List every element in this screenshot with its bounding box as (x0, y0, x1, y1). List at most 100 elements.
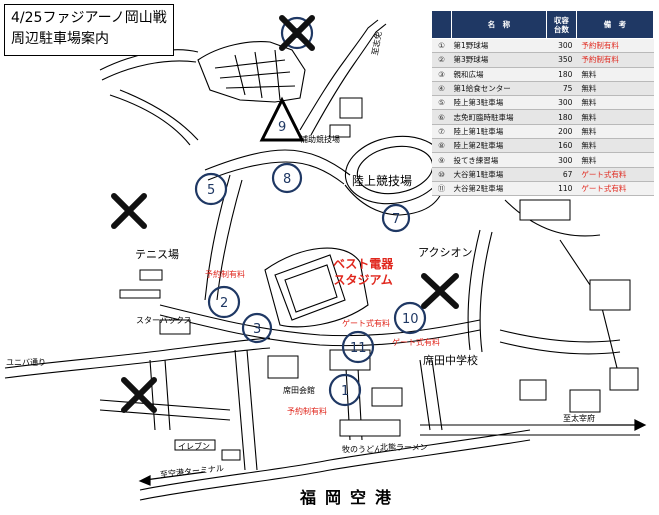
label-mushiroda-school: 席田中学校 (423, 354, 478, 367)
legend-cell-name: 第3野球場 (451, 52, 547, 68)
legend-cell-capacity: 180 (546, 67, 577, 82)
label-stadium: ベスト電器 スタジアム (333, 256, 393, 288)
legend-cell-number: ① (431, 38, 452, 54)
legend-cell-note: 無料 (576, 81, 654, 97)
legend-cell-capacity: 350 (546, 52, 577, 68)
legend-cell-capacity: 200 (546, 124, 577, 140)
legend-cell-number: ⑥ (431, 109, 452, 125)
parking-marker-11[interactable] (341, 330, 375, 364)
label-ilebun: イレブン (178, 442, 210, 451)
label-starbucks: スターバックス (136, 316, 192, 325)
legend-cell-name: 陸上第1駐車場 (451, 124, 547, 140)
legend-cell-capacity: 300 (546, 38, 577, 54)
marker-numbers: 1 2 3 5 6 7 8 9 10 11 (207, 27, 419, 399)
parking-marker-9[interactable] (259, 96, 305, 142)
legend-cell-name: 親和広場 (451, 67, 547, 82)
legend-header-note: 備 考 (575, 10, 655, 39)
legend-cell-number: ⑨ (431, 152, 452, 168)
marker-num-3: 3 (253, 322, 261, 337)
label-note-gate-2: ゲート式有料 (392, 338, 440, 347)
legend-cell-capacity: 110 (546, 181, 577, 197)
legend-cell-number: ⑩ (431, 167, 452, 182)
closed-mark-southwest (121, 377, 157, 413)
legend-cell-note: 無料 (576, 124, 654, 140)
legend-cell-name: 投てき練習場 (451, 152, 547, 168)
legend-header-number (431, 10, 452, 39)
road-network (4, 19, 640, 501)
label-main-track: 陸上競技場 (352, 174, 413, 188)
legend-cell-number: ⑧ (431, 138, 452, 154)
legend-cell-name: 陸上第2駐車場 (451, 138, 547, 154)
parking-marker-6[interactable] (280, 16, 314, 50)
parking-marker-10[interactable] (393, 301, 427, 335)
marker-num-5: 5 (207, 183, 215, 198)
parking-marker-5[interactable] (194, 172, 228, 206)
direction-arrows (138, 419, 647, 486)
legend-cell-capacity: 67 (546, 167, 577, 182)
map-title-line2: 周辺駐車場案内 (11, 31, 109, 47)
legend-cell-number: ③ (431, 67, 452, 82)
label-tennis: テニス場 (135, 248, 179, 261)
label-makinoudon: 牧のうどん (342, 445, 382, 454)
legend-cell-capacity: 75 (546, 81, 577, 97)
legend-cell-note: 無料 (576, 138, 654, 154)
legend-cell-name: 陸上第3駐車場 (451, 95, 547, 111)
label-note-gate-1: ゲート式有料 (342, 319, 390, 328)
legend-cell-number: ⑤ (431, 95, 452, 111)
map-title-box: 4/25ファジアーノ岡山戦 周辺駐車場案内 (4, 4, 174, 56)
closed-mark-west (111, 193, 147, 229)
label-airport: 福岡空港 (300, 488, 401, 507)
parking-markers (194, 16, 427, 407)
legend-cell-note: 無料 (576, 95, 654, 111)
marker-num-2: 2 (220, 296, 228, 311)
closed-mark-axion (421, 273, 459, 309)
parking-marker-3[interactable] (241, 312, 273, 344)
building-blocks (119, 97, 639, 461)
closed-mark-6 (279, 15, 315, 51)
label-stadium-line1: ベスト電器 (333, 257, 394, 271)
legend-cell-note: 無料 (576, 109, 654, 125)
legend-cell-number: ⑪ (431, 181, 452, 197)
legend-cell-name: 志免町臨時駐車場 (451, 109, 547, 125)
legend-cell-name: 第1野球場 (451, 38, 547, 54)
marker-num-7: 7 (392, 212, 400, 227)
closed-marks (111, 15, 459, 413)
map-title-line1: 4/25ファジアーノ岡山戦 (11, 10, 167, 26)
label-note-reserve-1: 予約制有料 (205, 270, 245, 279)
parking-marker-8[interactable] (271, 162, 303, 194)
marker-num-1: 1 (341, 384, 349, 399)
label-sub-track: 補助競技場 (300, 135, 340, 144)
legend-header-name: 名 称 (451, 10, 547, 39)
legend-cell-capacity: 300 (546, 95, 577, 111)
legend-cell-note: 無料 (576, 152, 654, 168)
legend-cell-note: ゲート式有料 (576, 181, 654, 197)
legend-cell-number: ② (431, 52, 452, 68)
marker-num-8: 8 (283, 172, 291, 187)
parking-marker-7[interactable] (381, 203, 411, 233)
label-axion: アクシオン (418, 246, 473, 259)
legend-cell-name: 大谷第2駐車場 (451, 181, 547, 197)
marker-num-10: 10 (402, 312, 419, 327)
label-stadium-line2: スタジアム (333, 273, 393, 287)
marker-num-11: 11 (350, 341, 367, 356)
label-kitamiramen: 北熊ラーメン (380, 443, 428, 452)
legend-cell-note: 予約制有料 (576, 38, 654, 54)
legend-cell-capacity: 160 (546, 138, 577, 154)
label-to-dazaifu: 至太宰府 (563, 414, 595, 423)
legend-cell-capacity: 300 (546, 152, 577, 168)
legend-cell-note: ゲート式有料 (576, 167, 654, 182)
legend-header-capacity: 収容 台数 (545, 10, 577, 39)
parking-marker-1[interactable] (328, 373, 362, 407)
parking-marker-2[interactable] (207, 285, 241, 319)
legend-cell-number: ④ (431, 81, 452, 97)
